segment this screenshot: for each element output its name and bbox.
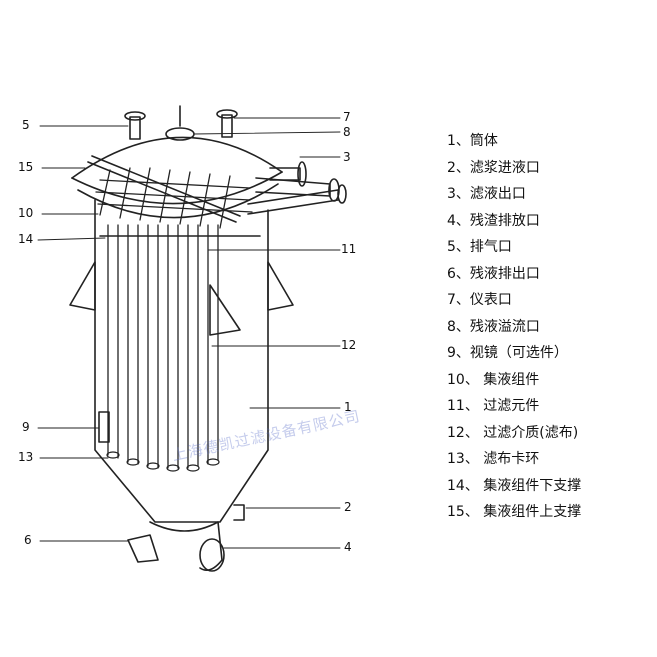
callout-10: 10 xyxy=(18,206,34,220)
callout-2: 2 xyxy=(344,500,352,514)
legend-item-label: 滤布卡环 xyxy=(478,451,540,467)
legend-item-number: 8、 xyxy=(447,318,470,335)
collector-grid xyxy=(95,167,253,229)
legend-item-label: 滤浆进液口 xyxy=(469,159,540,176)
instrument-flange xyxy=(216,109,238,119)
legend-item: 9、视镜（可选件） xyxy=(447,340,652,367)
callout-13: 13 xyxy=(18,450,34,464)
discharge-flange xyxy=(199,538,225,572)
legend-item-number: 15、 xyxy=(447,504,479,520)
legend-item-number: 1、 xyxy=(447,133,470,149)
instrument-pipe xyxy=(221,114,233,138)
legend-item-number: 4、 xyxy=(447,212,470,229)
legend-item-label: 残液溢流口 xyxy=(469,318,540,335)
vent-flange xyxy=(124,111,146,121)
callout-8: 8 xyxy=(343,125,351,139)
vessel-dome xyxy=(71,136,283,179)
legend-item: 11、 过滤元件 xyxy=(447,393,652,420)
vent-pipe xyxy=(129,116,141,140)
legend-item-number: 5、 xyxy=(447,239,470,255)
legend-item-label: 集液组件上支撑 xyxy=(478,504,582,520)
legend-item: 7、仪表口 xyxy=(447,287,652,314)
side-pipe-lower-flange xyxy=(337,184,347,204)
legend-item-number: 14、 xyxy=(447,477,479,494)
legend-item-number: 12、 xyxy=(447,424,479,441)
legend-item: 12、 过滤介质(滤布) xyxy=(447,420,652,447)
legend-item-label: 视镜（可选件） xyxy=(469,345,568,361)
callout-5: 5 xyxy=(22,118,30,132)
legend-item: 13、 滤布卡环 xyxy=(447,446,652,473)
legend-item-label: 筒体 xyxy=(469,133,498,149)
filter-elements xyxy=(107,224,219,469)
legend-item-label: 过滤介质(滤布) xyxy=(478,424,579,441)
legend-item: 5、排气口 xyxy=(447,234,652,261)
callout-9: 9 xyxy=(22,420,30,434)
legend-item-number: 9、 xyxy=(447,345,470,361)
vessel-shell xyxy=(94,199,269,523)
inlet-port xyxy=(233,504,245,521)
legend-item-label: 仪表口 xyxy=(469,292,512,308)
upper-support-bar-2 xyxy=(91,155,241,217)
legend-item: 14、 集液组件下支撑 xyxy=(447,473,652,500)
callout-1: 1 xyxy=(344,400,352,414)
filter-cloth-clamps xyxy=(106,451,220,472)
outlet-flange xyxy=(297,161,307,187)
legend-item-number: 6、 xyxy=(447,265,470,282)
callout-12: 12 xyxy=(341,338,357,352)
callout-11: 11 xyxy=(341,242,357,256)
legend-item-number: 10、 xyxy=(447,371,479,388)
upper-support-bar xyxy=(87,161,237,223)
legend-item-label: 排气口 xyxy=(469,239,512,255)
outlet-pipe xyxy=(269,167,301,181)
callout-15: 15 xyxy=(18,160,34,174)
callout-4: 4 xyxy=(344,540,352,554)
legend-item-label: 集液组件下支撑 xyxy=(478,477,582,494)
legend-item: 4、残渣排放口 xyxy=(447,208,652,235)
legend-item-label: 残液排出口 xyxy=(469,265,540,282)
legend-item-number: 13、 xyxy=(447,451,479,467)
side-pipe-lower-2 xyxy=(247,199,339,215)
side-pipe-upper xyxy=(255,177,331,197)
legend-item-number: 7、 xyxy=(447,292,470,308)
leader-lines xyxy=(37,117,341,549)
legend-item: 2、滤浆进液口 xyxy=(447,155,652,182)
left-bracket xyxy=(69,261,96,311)
dome-rim xyxy=(71,171,283,205)
legend-item-number: 2、 xyxy=(447,159,470,176)
bottom-discharge xyxy=(149,521,223,571)
callout-14: 14 xyxy=(18,232,34,246)
legend-item-label: 集液组件 xyxy=(478,371,540,388)
legend-item: 10、 集液组件 xyxy=(447,367,652,394)
callout-3: 3 xyxy=(343,150,351,164)
right-bracket xyxy=(267,261,294,311)
legend-item-number: 3、 xyxy=(447,186,470,202)
legend-item-label: 滤液出口 xyxy=(469,186,526,202)
legend-item-label: 过滤元件 xyxy=(478,398,540,414)
callout-6: 6 xyxy=(24,533,32,547)
right-bracket-inner xyxy=(209,284,241,336)
side-pipe-lower xyxy=(247,189,339,205)
drain-port xyxy=(127,534,159,563)
legend-item: 6、残液排出口 xyxy=(447,261,652,288)
legend-item-number: 11、 xyxy=(447,398,479,414)
legend-item: 3、滤液出口 xyxy=(447,181,652,208)
legend-item: 15、 集液组件上支撑 xyxy=(447,499,652,526)
sight-glass xyxy=(98,411,110,443)
callout-7: 7 xyxy=(343,110,351,124)
legend-item: 8、残液溢流口 xyxy=(447,314,652,341)
legend-item-label: 残渣排放口 xyxy=(469,212,540,229)
legend-item: 1、筒体 xyxy=(447,128,652,155)
